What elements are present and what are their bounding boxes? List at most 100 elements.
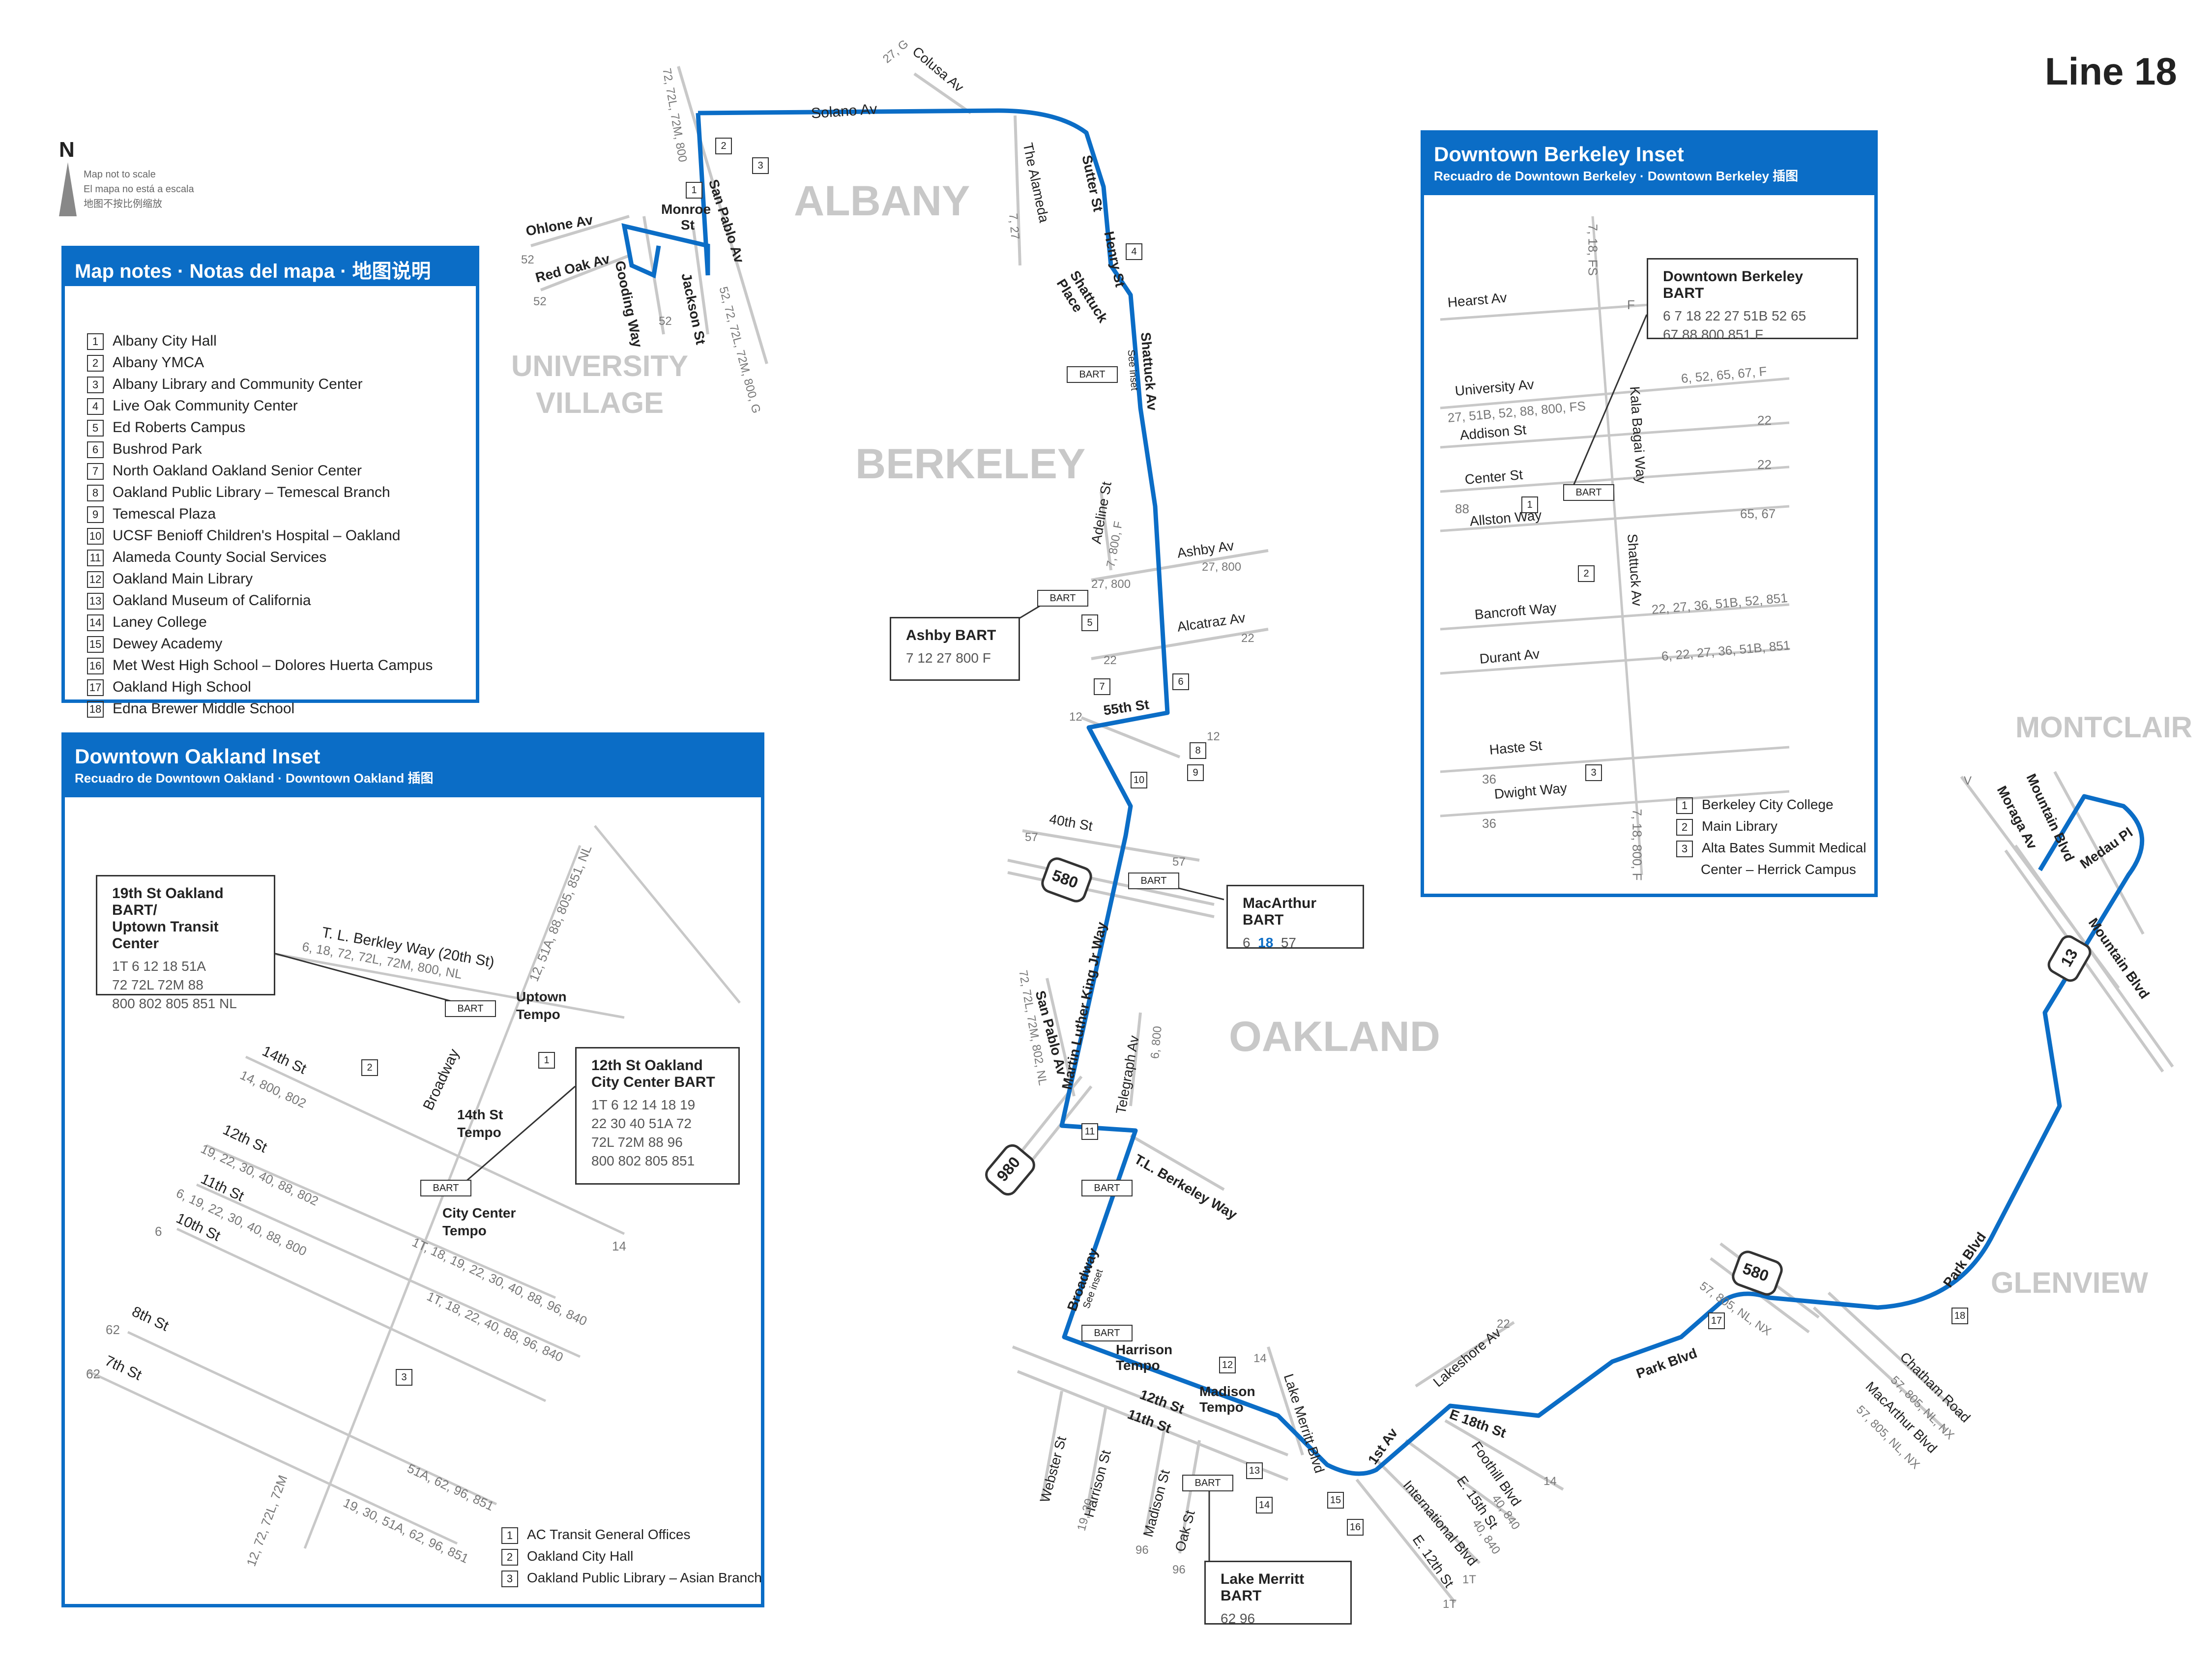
shield-980 xyxy=(985,1144,1035,1196)
bart-icon: BART xyxy=(1563,484,1614,501)
landmark-marker: 12 xyxy=(1219,1357,1236,1373)
landmark-marker: 15 xyxy=(1327,1492,1344,1509)
north-arrow-icon xyxy=(59,162,77,216)
route-label: 57 xyxy=(1172,855,1186,869)
route-label: 22 xyxy=(1241,632,1254,645)
landmark-marker: 2 xyxy=(361,1059,378,1076)
berk-addison xyxy=(1440,421,1790,449)
landmark-marker: 13 xyxy=(1246,1462,1263,1479)
chatham-street xyxy=(1827,1291,1963,1417)
route-label: 52 xyxy=(659,315,672,328)
adeline-street xyxy=(1100,491,1112,571)
oakland-inset-heading: Downtown Oakland Inset xyxy=(75,745,320,768)
leader-ashby xyxy=(1017,604,1043,620)
route-label: V xyxy=(1964,774,1972,787)
harrison-street xyxy=(1085,1405,1107,1514)
bart-icon: BART xyxy=(1037,590,1088,607)
eleventh-street-line xyxy=(1017,1370,1289,1481)
macarthur-street xyxy=(1812,1306,1948,1432)
town-oakland: OAKLAND xyxy=(1229,1013,1440,1060)
landmark-marker: 14 xyxy=(1256,1497,1273,1513)
leader-dtberk xyxy=(1572,314,1648,487)
oakland-inset-streets xyxy=(87,825,741,1549)
landmark-marker: 3 xyxy=(1585,764,1602,781)
berk-university xyxy=(1440,377,1790,409)
twelfth-street-line xyxy=(1012,1345,1289,1456)
oak-inset-7 xyxy=(87,1370,458,1545)
shield-580-b xyxy=(1732,1251,1783,1296)
berkeley-inset-streets xyxy=(1440,216,1790,875)
list-item: Center – Herrick Campus xyxy=(1701,862,1856,877)
route-label: 96 xyxy=(1172,1563,1186,1576)
bart-icon: BART xyxy=(1081,1180,1133,1196)
oak-inset-14 xyxy=(245,1055,625,1235)
route-label: 96 xyxy=(1135,1543,1149,1557)
callout-downtown-berkeley-bart: Downtown Berkeley BART 6 7 18 22 27 51B … xyxy=(1647,258,1858,342)
berk-shattuck xyxy=(1591,216,1643,875)
leader-12th xyxy=(462,1085,576,1186)
route-label: 22 xyxy=(1104,654,1117,667)
town-montclair: MONTCLAIR xyxy=(2015,711,2192,744)
route-label: 12 xyxy=(1069,710,1082,724)
map-title: Line 18 xyxy=(2045,50,2177,93)
san-pablo-south xyxy=(1046,978,1076,1097)
berk-route-label: 22 xyxy=(1757,457,1772,472)
oak-route-label: 6 xyxy=(155,1224,162,1239)
red-oak-street xyxy=(540,254,630,291)
landmark-marker: 3 xyxy=(752,157,769,174)
route-label: 14 xyxy=(1543,1475,1557,1488)
colusa-street xyxy=(913,72,972,115)
bart-icon: BART xyxy=(445,1000,496,1017)
town-glenview: GLENVIEW xyxy=(1991,1266,2149,1299)
berkeley-inset-header: Downtown Berkeley Inset Recuadro de Down… xyxy=(1424,134,1874,195)
landmark-marker: 5 xyxy=(1081,614,1098,631)
oak-inset-10 xyxy=(176,1227,547,1402)
landmark-marker: 16 xyxy=(1347,1519,1364,1536)
landmark-marker: 4 xyxy=(1126,243,1142,260)
e15-street xyxy=(1405,1439,1515,1520)
oak-inset-tl xyxy=(245,947,625,1019)
berk-haste xyxy=(1440,746,1790,773)
landmark-marker: 10 xyxy=(1131,772,1147,788)
berk-dwight xyxy=(1440,790,1790,817)
international-street xyxy=(1375,1458,1481,1565)
oak-inset-11 xyxy=(196,1183,581,1358)
berk-route-label: 36 xyxy=(1482,816,1496,831)
oak-street xyxy=(1178,1440,1201,1554)
oakland-inset-subheading: Recuadro de Downtown Oakland · Downtown … xyxy=(75,771,434,786)
landmark-marker: 1 xyxy=(538,1052,555,1069)
e12-street xyxy=(1355,1479,1456,1603)
berk-route-label: F xyxy=(1627,297,1635,312)
bart-icon: BART xyxy=(1128,873,1179,889)
mountain-north-street xyxy=(2053,771,2145,935)
route-label: 52 xyxy=(521,253,534,266)
berkeley-inset-heading: Downtown Berkeley Inset xyxy=(1434,143,1684,166)
route-label: 7, 27 xyxy=(1006,212,1022,240)
alcatraz-street xyxy=(1091,628,1269,660)
town-albany: ALBANY xyxy=(794,177,970,225)
ashby-street xyxy=(1091,549,1269,582)
oakland-inset-panel: Downtown Oakland Inset Recuadro de Downt… xyxy=(61,732,764,1607)
san-pablo-street xyxy=(677,66,768,364)
landmark-marker: 1 xyxy=(686,182,702,199)
foothill-street xyxy=(1444,1419,1564,1491)
landmark-marker: 18 xyxy=(1951,1308,1968,1324)
